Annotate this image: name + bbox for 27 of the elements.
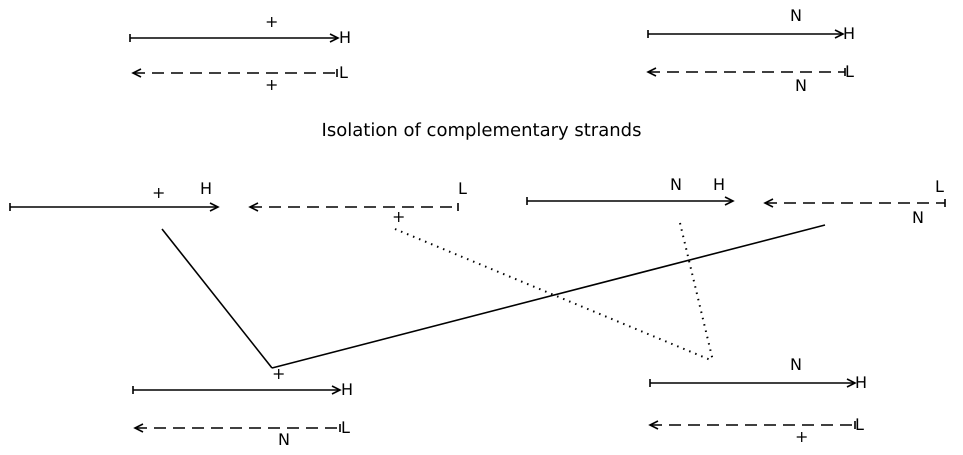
strand-mark: + <box>272 365 286 383</box>
strand-end-label: L <box>341 419 350 437</box>
strand-end-label: H <box>855 374 868 392</box>
strand-mark: + <box>392 208 406 226</box>
strand-mark: + <box>265 13 278 31</box>
strand-end-label: H <box>341 381 354 399</box>
strand-end-label: L <box>855 416 864 434</box>
strand-mark: + <box>795 428 808 446</box>
strand-end-label: H <box>713 176 726 194</box>
strand-mark: N <box>790 356 802 374</box>
strand-end-label: H <box>843 25 856 43</box>
strand-mark: N <box>670 176 682 194</box>
strand-mark: + <box>265 76 278 94</box>
line <box>272 224 826 369</box>
strand-end-label: L <box>845 63 854 81</box>
line <box>161 228 273 368</box>
strand-end-label: L <box>935 178 944 196</box>
strand-end-label: L <box>458 180 467 198</box>
strand-end-label: L <box>339 64 348 82</box>
strand-mark: N <box>795 77 807 95</box>
strand-end-label: H <box>200 180 212 198</box>
strand-mark: N <box>278 431 290 449</box>
strand-end-label: H <box>339 29 352 47</box>
diagram-title: Isolation of complementary strands <box>322 120 642 141</box>
strand-mark: N <box>790 7 802 25</box>
strand-mark: + <box>152 184 166 202</box>
strand-mark: N <box>912 209 924 227</box>
